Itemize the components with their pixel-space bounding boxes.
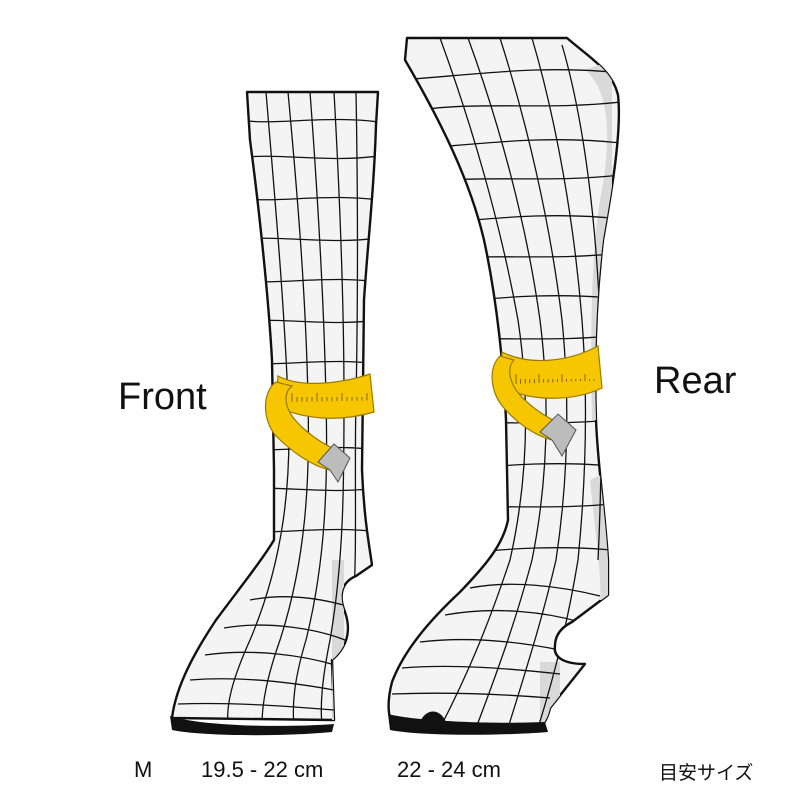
front-tape-band <box>275 373 375 419</box>
measuring-tape-icon <box>491 345 603 457</box>
rear-grid-line <box>444 609 581 623</box>
rear-grid-line <box>419 638 561 651</box>
approx-size-note: 目安サイズ <box>659 762 754 784</box>
front-tape-end <box>317 443 351 483</box>
front-label: Front <box>118 376 207 418</box>
rear-grid-line <box>467 38 547 729</box>
rear-grid-line <box>469 583 601 597</box>
front-hoof-sole <box>170 716 334 736</box>
measuring-tape-icon <box>265 373 375 483</box>
rear-label: Rear <box>654 360 737 402</box>
rear-tape-band <box>499 345 603 399</box>
rear-tape-end <box>539 413 577 457</box>
front-size-range: 19.5 - 22 cm <box>201 757 324 782</box>
front-grid-line <box>177 702 335 711</box>
rear-grid-line <box>401 665 561 675</box>
front-grid-line <box>189 678 335 691</box>
rear-grid-line <box>499 38 568 729</box>
front-grid-line <box>239 118 378 124</box>
front-grid-line <box>223 624 346 641</box>
front-grid-line <box>204 651 336 666</box>
rear-size-range: 22 - 24 cm <box>397 757 501 782</box>
front-grid-line <box>226 92 290 720</box>
front-grid-line <box>239 154 378 160</box>
rear-grid-line <box>391 692 551 699</box>
size-label: M <box>134 757 153 782</box>
rear-grid-line <box>394 69 619 81</box>
rear-hoof-sole <box>388 711 548 735</box>
